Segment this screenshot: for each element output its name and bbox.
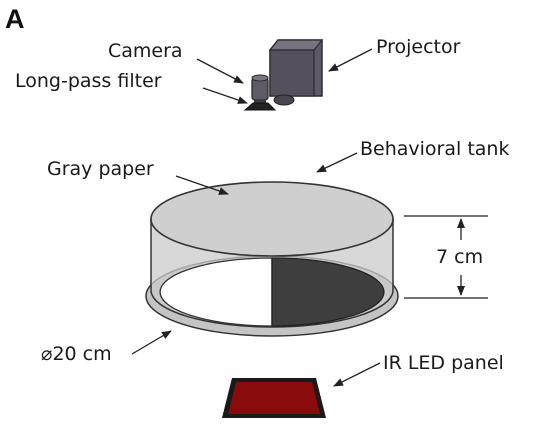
floor-dark-half xyxy=(271,257,385,327)
filter-arrow xyxy=(202,87,248,104)
ir-led-panel xyxy=(222,378,326,418)
camera-icon xyxy=(251,74,269,104)
camera-arrow xyxy=(196,58,244,84)
diameter-label: ⌀20 cm xyxy=(41,343,112,365)
panel-label: A xyxy=(5,4,25,34)
height-dimension xyxy=(404,215,488,299)
diameter-arrow xyxy=(131,330,172,355)
ir-led-panel-label: IR LED panel xyxy=(383,352,504,374)
long-pass-filter-icon xyxy=(243,102,277,111)
projector-label: Projector xyxy=(376,36,461,58)
camera-label: Camera xyxy=(108,40,183,62)
long-pass-filter-label: Long-pass filter xyxy=(15,70,162,92)
behavioral-tank xyxy=(145,181,399,337)
gray-paper xyxy=(150,181,394,257)
behavioral-tank-label: Behavioral tank xyxy=(360,138,510,160)
paper-arrow xyxy=(175,175,229,195)
projector-icon xyxy=(268,39,324,106)
tank-arrow xyxy=(316,152,358,173)
ir-arrow xyxy=(333,362,381,387)
projector-arrow xyxy=(328,48,373,72)
gray-paper-label: Gray paper xyxy=(47,158,154,180)
height-label: 7 cm xyxy=(436,246,484,268)
floor-white-half xyxy=(159,257,273,327)
